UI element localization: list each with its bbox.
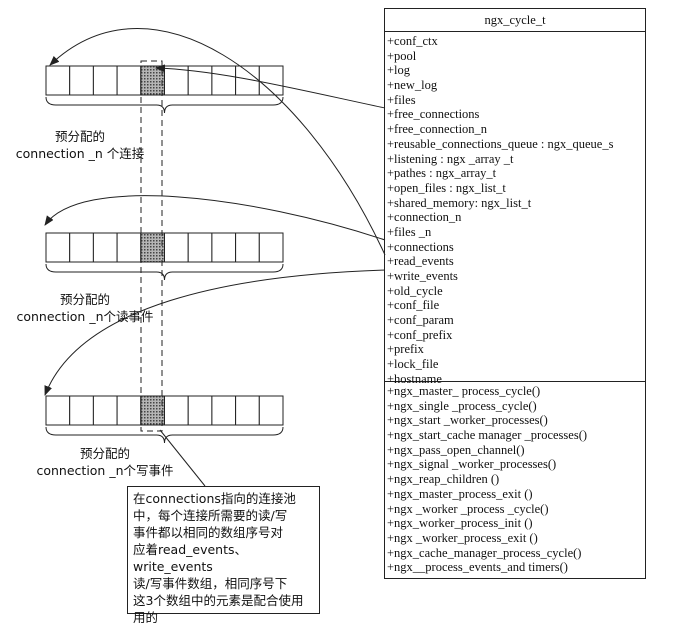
array-brace [45, 96, 284, 114]
method-row: +ngx _worker_process_exit () [387, 530, 538, 545]
attribute-row: +free_connections [387, 107, 480, 122]
array-cell [258, 232, 284, 263]
note-line: 事件都以相同的数组序号对 [133, 525, 284, 540]
attribute-row: +log [387, 63, 411, 78]
connections-array [45, 65, 284, 114]
class-attributes: +conf_ctx +pool +log +new_log +files +fr… [385, 32, 645, 386]
attribute-row: +prefix [387, 342, 424, 357]
note-line: 读/写事件数组，相同序号下 [133, 576, 288, 591]
array-cell [164, 232, 189, 263]
method-row: +ngx_signal _worker_processes() [387, 457, 557, 472]
note-pointer-line [159, 429, 206, 487]
array-cell [211, 65, 237, 96]
method-row: +ngx_single _process_cycle() [387, 398, 537, 413]
attribute-row: +open_files : ngx_list_t [387, 180, 506, 195]
array-cell [211, 395, 237, 426]
attribute-row: +new_log [387, 78, 438, 93]
array-cell [45, 232, 71, 263]
connections-array-label: 预分配的 connection _n 个连接 [0, 128, 160, 162]
attribute-row: +pathes : ngx_array_t [387, 166, 497, 181]
attribute-row: +hostname [387, 371, 442, 386]
attribute-row: +files [387, 92, 416, 107]
attribute-row: +conf_file [387, 298, 440, 313]
write-events-array-label: 预分配的 connection _n个写事件 [20, 445, 190, 479]
note-line: 在connections指向的连接池 [133, 491, 296, 506]
attribute-row: +write_events [387, 269, 458, 283]
ngx-cycle-t-class-box: ngx_cycle_t +conf_ctx +pool +log +new_lo… [384, 8, 646, 579]
note-line: 这3个数组中的元素是配合使用 [133, 593, 304, 608]
highlighted-cell [140, 65, 166, 96]
array-cell [211, 232, 237, 263]
method-row: +ngx_master_ process_cycle() [387, 384, 541, 398]
array-cell [92, 65, 118, 96]
attribute-row: +read_events [387, 254, 454, 269]
same-index-dashed-box [140, 60, 163, 432]
method-row: +ngx_cache_manager_process_cycle() [387, 545, 582, 560]
array-brace [45, 263, 284, 281]
attribute-row: +connections [387, 239, 454, 254]
explanation-note: 在connections指向的连接池 中，每个连接所需要的读/写 事件都以相同的… [127, 486, 320, 625]
free-connections-arrow [155, 64, 386, 109]
label-line: 预分配的 [54, 129, 105, 144]
array-cell [235, 232, 260, 263]
attribute-row: +lock_file [387, 357, 439, 372]
method-row: +ngx__process_events_and timers() [387, 560, 568, 575]
array-cell [69, 395, 94, 426]
connections-arrow [49, 28, 386, 256]
array-cell [258, 395, 284, 426]
attribute-row: +files _n [387, 224, 432, 239]
array-cell [116, 232, 142, 263]
method-row: +ngx_start_cache manager _processes() [387, 428, 588, 443]
read-events-array-label: 预分配的 connection _n个读事件 [0, 291, 170, 325]
array-cell [69, 65, 94, 96]
label-line: connection _n 个连接 [15, 146, 145, 161]
array-cell [92, 395, 118, 426]
note-line: 应着read_events、write_events [133, 542, 248, 574]
attribute-row: +connection_n [387, 210, 462, 225]
method-row: +ngx _worker _process _cycle() [387, 501, 549, 516]
array-cell [69, 232, 94, 263]
attribute-row: +conf_ctx [387, 34, 438, 48]
array-cell [164, 395, 189, 426]
attribute-row: +reusable_connections_queue : ngx_queue_… [387, 136, 614, 151]
write-events-array [45, 395, 284, 444]
read-events-array [45, 232, 284, 281]
array-cell [45, 395, 71, 426]
class-title: ngx_cycle_t [385, 9, 645, 32]
array-cell [92, 232, 118, 263]
method-row: +ngx_master_process_exit () [387, 486, 533, 501]
array-cell [116, 65, 142, 96]
array-cell [187, 395, 213, 426]
array-cell [187, 232, 213, 263]
method-row: +ngx_pass_open_channel() [387, 442, 525, 457]
attribute-row: +pool [387, 48, 417, 63]
label-line: connection _n个写事件 [36, 463, 174, 478]
method-row: +ngx_worker_process_init () [387, 516, 533, 531]
attribute-row: +listening : ngx _array _t [387, 151, 514, 166]
method-row: +ngx_reap_children () [387, 472, 500, 487]
array-cell [116, 395, 142, 426]
array-brace [45, 426, 284, 444]
highlighted-cell [140, 232, 166, 263]
label-line: 预分配的 [79, 446, 130, 461]
attribute-row: +conf_param [387, 313, 454, 328]
attribute-row: +old_cycle [387, 283, 443, 298]
array-cell [235, 395, 260, 426]
highlighted-cell [140, 395, 166, 426]
read-events-arrow [44, 195, 386, 241]
label-line: 预分配的 [59, 292, 110, 307]
attribute-row: +free_connection_n [387, 122, 488, 137]
note-line: 中，每个连接所需要的读/写 [133, 508, 288, 523]
array-cell [45, 65, 71, 96]
attribute-row: +conf_prefix [387, 327, 453, 342]
class-methods: +ngx_master_ process_cycle() +ngx_single… [385, 382, 645, 575]
attribute-row: +shared_memory: ngx_list_t [387, 195, 532, 210]
write-events-arrow [44, 269, 386, 396]
method-row: +ngx_start _worker_processes() [387, 413, 548, 428]
label-line: connection _n个读事件 [16, 309, 154, 324]
